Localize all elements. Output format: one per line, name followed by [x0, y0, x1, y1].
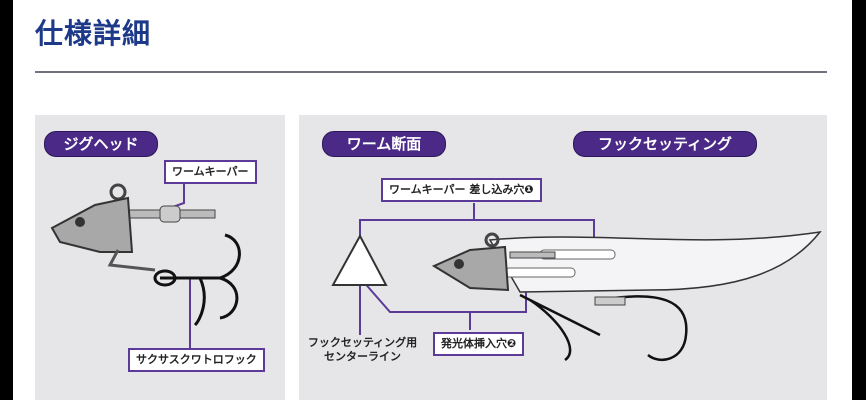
worm-keeper-label: ワームキーパー: [164, 160, 257, 184]
keeper-hole-label: ワームキーパー 差し込み穴❶: [381, 178, 542, 202]
centerline-label: フックセッティング用 センターライン: [305, 336, 420, 364]
light-hole-label: 発光体挿入穴❷: [433, 332, 525, 356]
centerline-line2: センターライン: [324, 350, 401, 363]
jighead-badge: ジグヘッド: [44, 131, 158, 157]
divider: [35, 71, 827, 73]
left-edge: [0, 0, 13, 400]
page-title: 仕様詳細: [35, 17, 152, 50]
worm-section-badge: ワーム断面: [322, 131, 446, 157]
hook-setting-badge: フックセッティング: [573, 131, 757, 157]
centerline-line1: フックセッティング用: [307, 336, 418, 349]
hook-label: サクサスクワトロフック: [128, 348, 265, 372]
right-edge: [852, 0, 866, 400]
